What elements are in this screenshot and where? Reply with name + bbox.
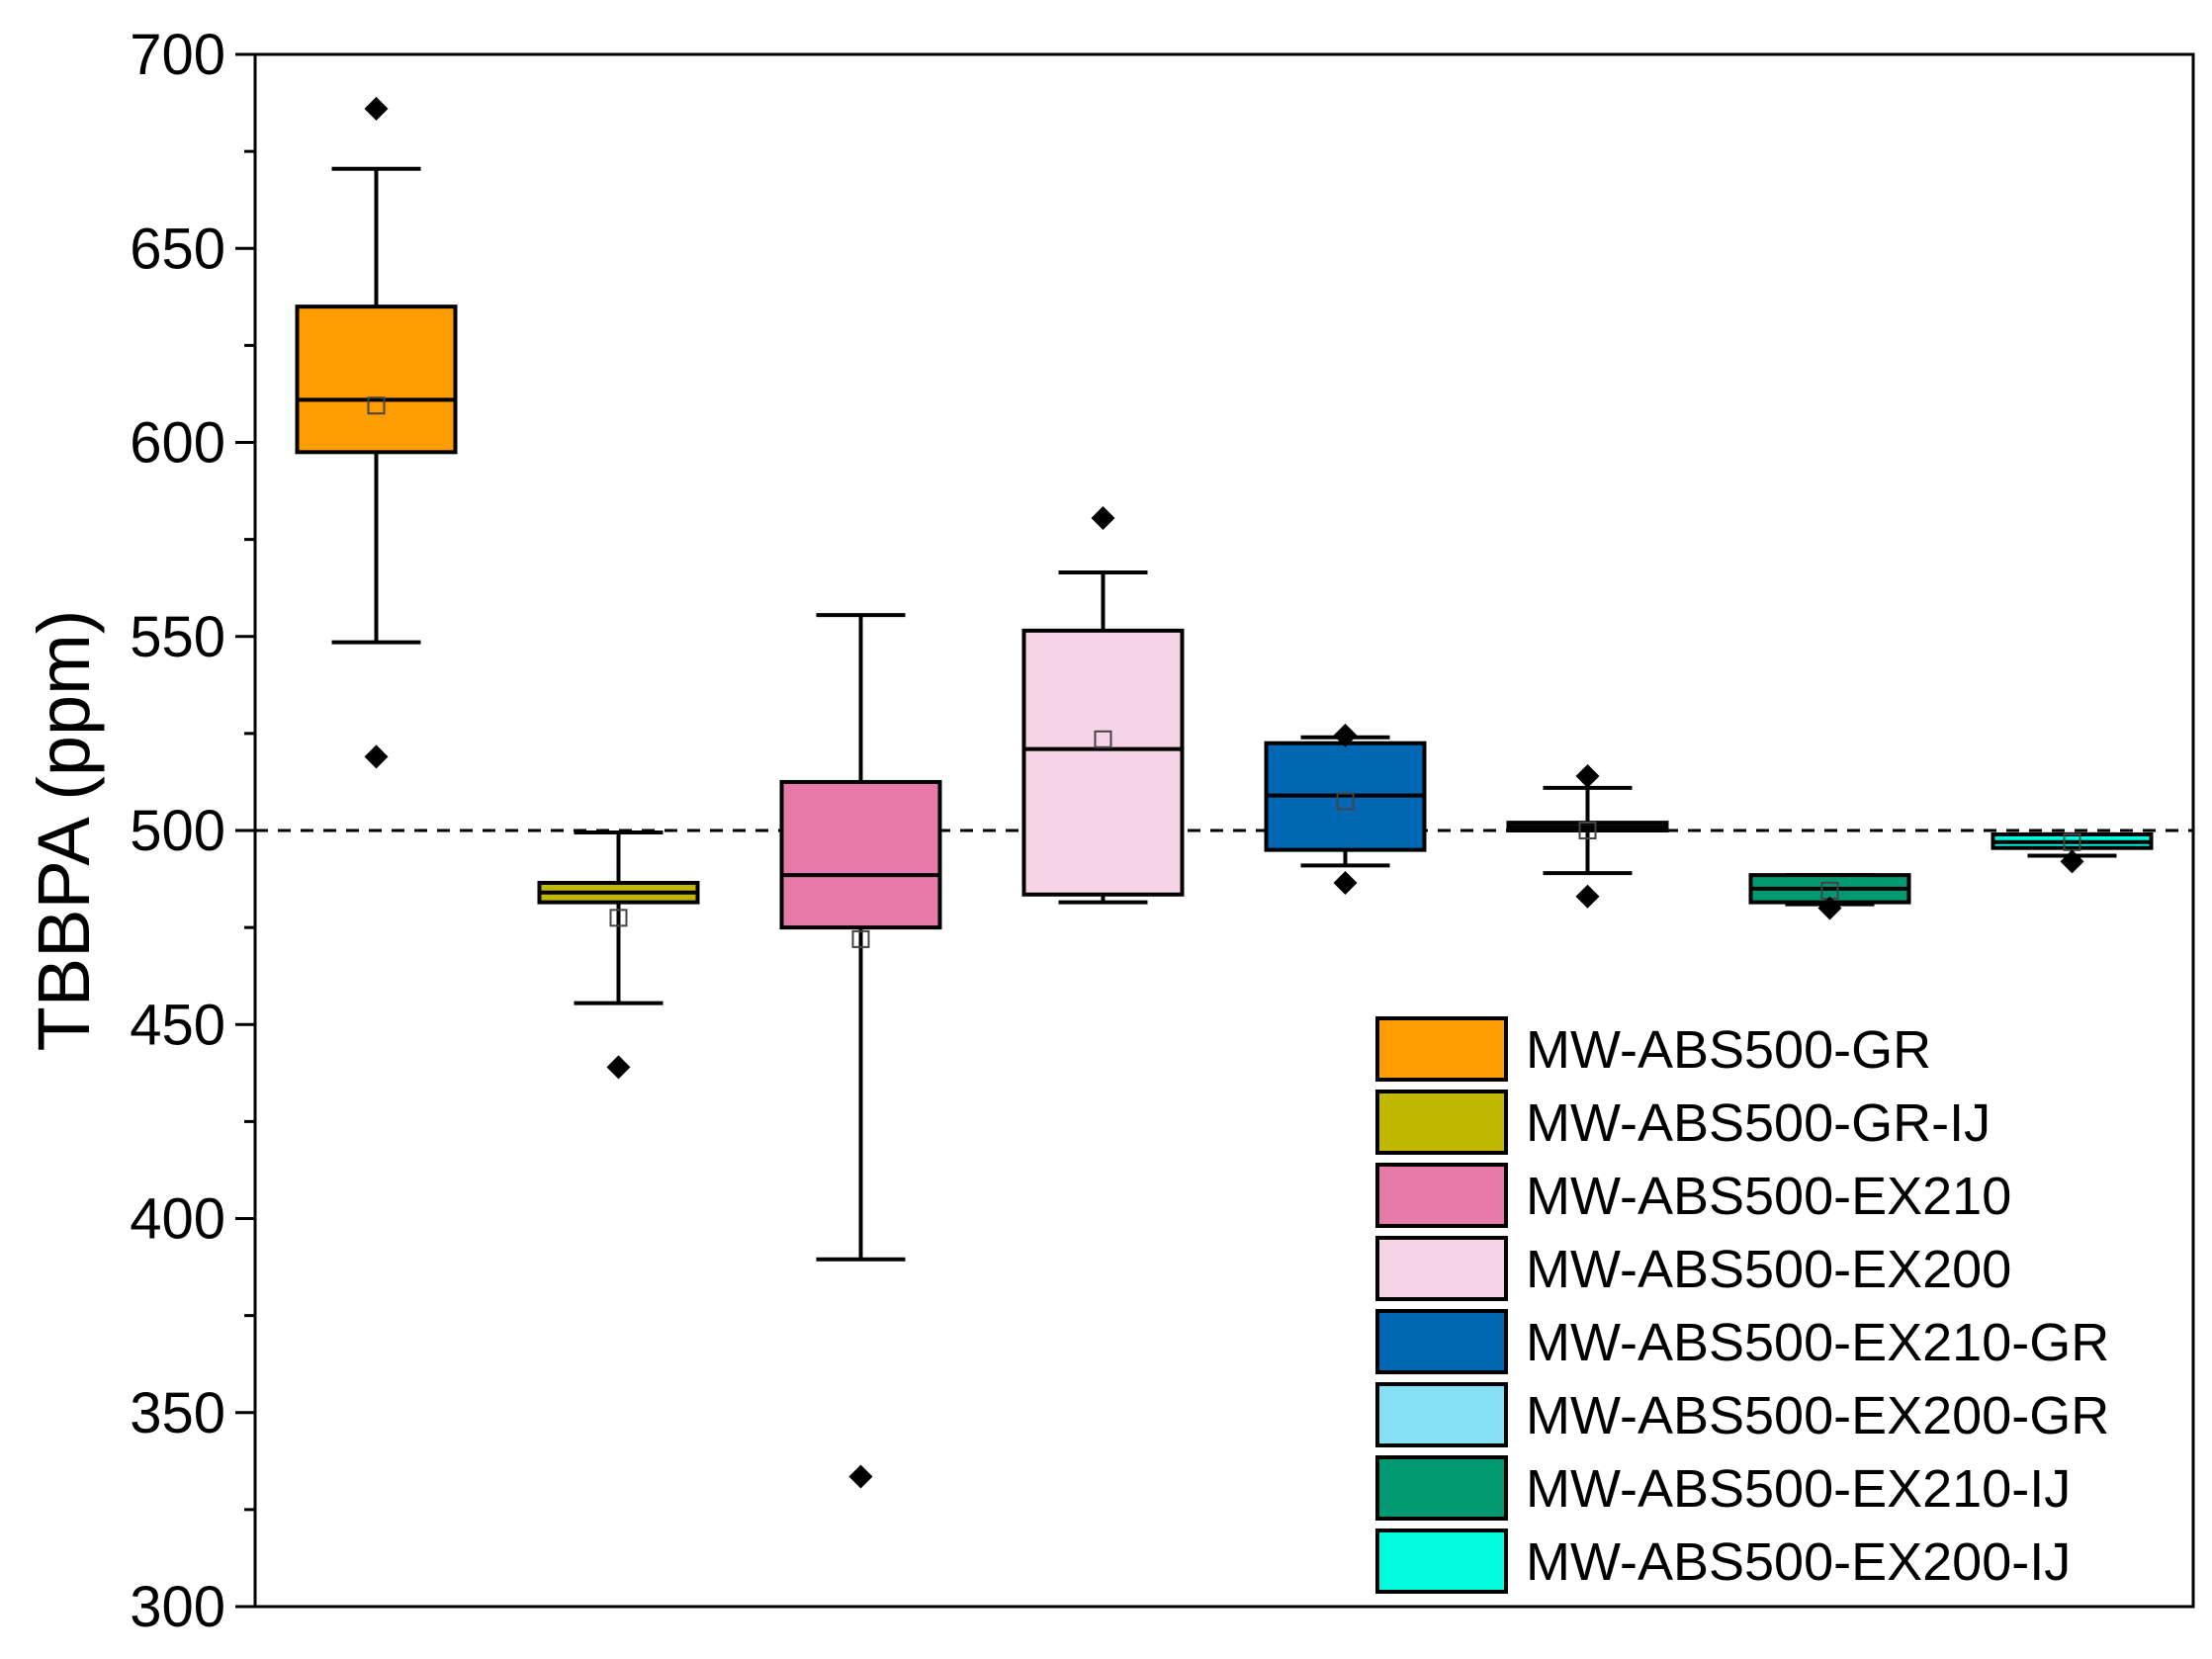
- box-group: [295, 96, 458, 769]
- legend-label: MW-ABS500-EX210-IJ: [1526, 1459, 2071, 1519]
- outlier-point: [1575, 884, 1600, 909]
- legend-label: MW-ABS500-GR-IJ: [1526, 1093, 1991, 1153]
- box-group: [1506, 764, 1669, 909]
- y-tick-label: 450: [130, 993, 225, 1057]
- boxes-layer: [295, 96, 2154, 1489]
- mean-marker: [1094, 730, 1112, 748]
- box-group: [779, 613, 942, 1489]
- legend-label: MW-ABS500-EX210-GR: [1526, 1313, 2109, 1372]
- legend-swatch: [1375, 1528, 1508, 1594]
- legend-label: MW-ABS500-EX200-GR: [1526, 1386, 2109, 1445]
- legend-swatch: [1375, 1236, 1508, 1301]
- legend-swatch: [1375, 1382, 1508, 1447]
- outlier-point: [364, 96, 389, 121]
- legend-label: MW-ABS500-EX200-IJ: [1526, 1532, 2071, 1592]
- legend-label: MW-ABS500-EX210: [1526, 1167, 2011, 1226]
- legend-swatch: [1375, 1163, 1508, 1228]
- y-tick-label: 600: [130, 411, 225, 476]
- outlier-point: [606, 1055, 631, 1080]
- box-group: [1264, 723, 1427, 895]
- mean-marker: [851, 929, 870, 948]
- mean-marker: [1336, 792, 1355, 811]
- outlier-point: [1333, 870, 1358, 895]
- box-iqr: [295, 305, 458, 455]
- outlier-point: [1091, 506, 1115, 531]
- legend-label: MW-ABS500-GR: [1526, 1020, 1931, 1080]
- mean-marker: [609, 909, 628, 927]
- outlier-point: [2060, 849, 2084, 874]
- y-axis-title: TBBPA (ppm): [23, 610, 105, 1052]
- outlier-point: [1575, 764, 1600, 789]
- box-group: [1991, 831, 2154, 874]
- outlier-point: [848, 1464, 873, 1489]
- legend-label: MW-ABS500-EX200: [1526, 1240, 2011, 1299]
- mean-marker: [367, 396, 386, 415]
- y-tick-label: 300: [130, 1575, 225, 1639]
- y-tick-label: 400: [130, 1187, 225, 1252]
- mean-marker: [1578, 822, 1597, 839]
- y-tick-label: 700: [130, 23, 225, 87]
- outlier-point: [1333, 723, 1358, 747]
- legend-swatch: [1375, 1309, 1508, 1374]
- box-iqr: [1021, 628, 1185, 897]
- y-tick-label: 350: [130, 1381, 225, 1445]
- legend: MW-ABS500-GR MW-ABS500-GR-IJ MW-ABS500-EX2…: [1375, 1016, 2109, 1594]
- y-tick-label: 650: [130, 217, 225, 281]
- box-group: [537, 830, 700, 1080]
- y-axis: 300 350 400 450 500 550 600 650 700: [130, 23, 255, 1639]
- box-group: [1021, 506, 1185, 905]
- y-tick-label: 500: [130, 799, 225, 863]
- y-tick-label: 550: [130, 605, 225, 669]
- legend-swatch: [1375, 1090, 1508, 1155]
- box-iqr: [779, 779, 942, 930]
- legend-swatch: [1375, 1016, 1508, 1082]
- box-group: [1748, 873, 1911, 920]
- outlier-point: [364, 744, 389, 769]
- legend-swatch: [1375, 1455, 1508, 1521]
- outlier-point: [1817, 896, 1842, 920]
